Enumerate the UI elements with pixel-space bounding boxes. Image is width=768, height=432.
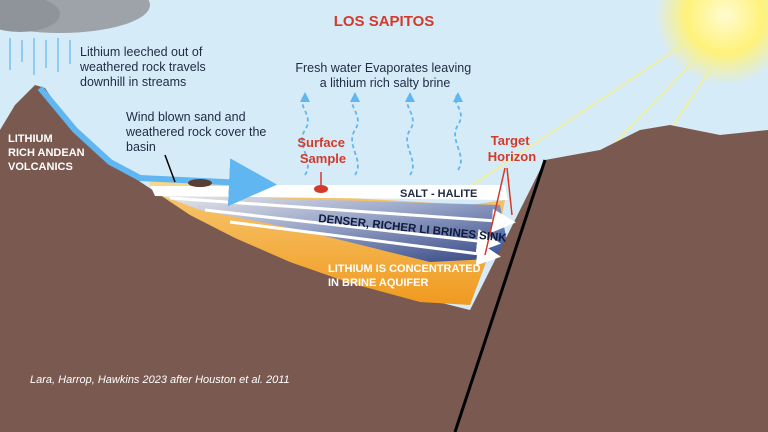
wind-pointer xyxy=(164,154,176,183)
target-horizon-pointers xyxy=(484,167,513,256)
diagram-title: LOS SAPITOS xyxy=(334,13,435,30)
ground-left xyxy=(0,85,470,432)
stream-arrow xyxy=(37,86,277,207)
target-horizon-label: Target Horizon xyxy=(488,133,536,164)
brine-sink-arrows xyxy=(169,196,516,266)
wind-label: Wind blown sand and weathered rock cover… xyxy=(125,110,270,154)
evaporates-label: Fresh water Evaporates leaving a lithium… xyxy=(295,61,474,90)
surface-sample-label: Surface Sample xyxy=(297,135,348,166)
sun-icon xyxy=(655,0,768,85)
rain-cloud-icon xyxy=(0,0,150,75)
leached-label: Lithium leeched out of weathered rock tr… xyxy=(79,45,209,89)
volcanics-label: LITHIUM RICH ANDEAN VOLCANICS xyxy=(8,133,88,173)
citation: Lara, Harrop, Hawkins 2023 after Houston… xyxy=(30,374,290,386)
evaporation-arrowheads xyxy=(300,92,463,102)
ground-right xyxy=(470,125,768,432)
fault-line xyxy=(453,159,547,432)
salt-halite-label: SALT - HALITE xyxy=(400,188,477,200)
surface-sample-marker xyxy=(314,185,328,193)
rock-patch xyxy=(188,179,212,187)
concentrated-label: LITHIUM IS CONCENTRATED IN BRINE AQUIFER xyxy=(328,263,484,289)
